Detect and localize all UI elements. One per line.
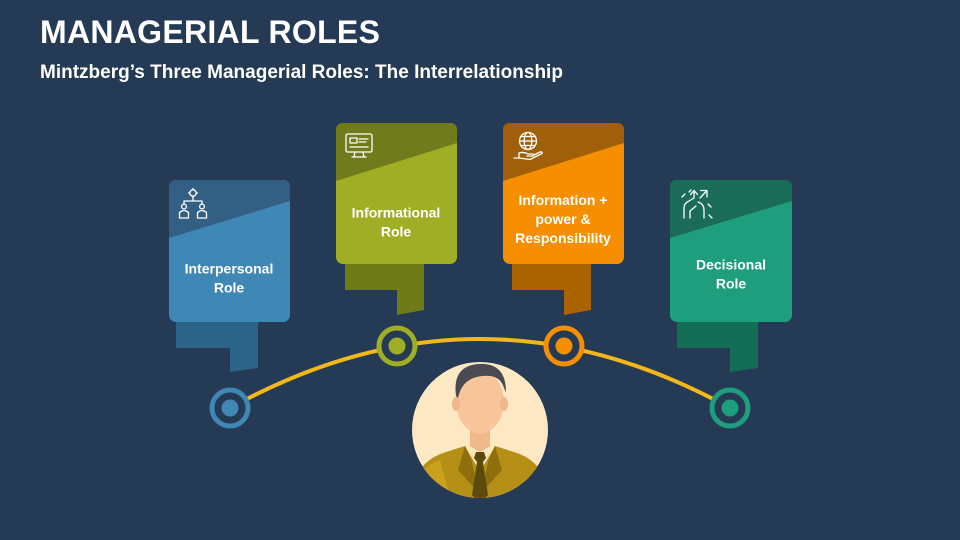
card-ribbon [512,260,591,315]
card-header-band [670,180,792,238]
card-label-line: Role [214,280,245,296]
card-label-line: Interpersonal [185,261,274,277]
ring-marker-information-power [543,325,585,367]
card-label-line: Decisional [696,257,766,273]
page-subtitle: Mintzberg’s Three Managerial Roles: The … [40,62,563,83]
card-label-line: Role [381,224,412,240]
people-network-icon [178,187,208,219]
card-label-line: Responsibility [515,230,611,246]
card-ribbon [677,318,758,372]
card-ribbon [345,260,424,315]
role-card-information-power[interactable]: Information + power & Responsibility [503,123,624,315]
connecting-arc [229,337,731,410]
card-label-line: Informational [352,205,441,221]
ring-marker-informational [376,325,418,367]
card-header-band [169,180,290,238]
card-header-band [503,123,624,181]
card-label-line: Role [716,276,747,292]
ring-marker-interpersonal [209,387,251,429]
ring-marker-decisional [709,387,751,429]
manager-avatar-icon [412,362,548,498]
page-title: MANAGERIAL ROLES [40,14,381,50]
card-ribbon [176,318,258,372]
card-label-line: power & [535,211,590,227]
card-label: Information + power & Responsibility [515,192,611,246]
decision-arrows-icon [681,189,713,219]
globe-hand-icon [513,131,543,161]
computer-screen-icon [345,133,373,158]
card-label-line: Information + [518,192,607,208]
card-header-band [336,123,457,181]
